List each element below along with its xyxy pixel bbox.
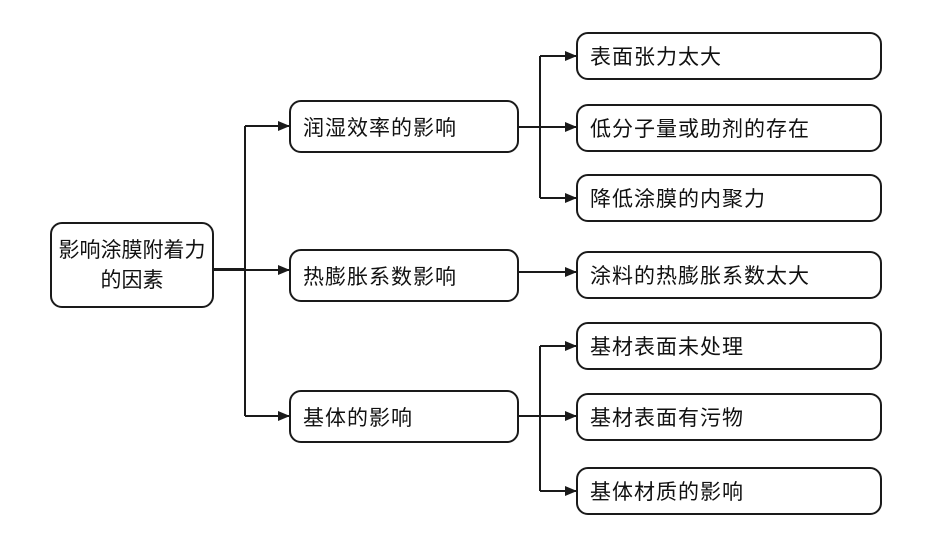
leaf-node-cohesion: 降低涂膜的内聚力	[576, 174, 882, 222]
leaf-node-contaminated-surface: 基材表面有污物	[576, 393, 882, 441]
category-node-substrate: 基体的影响	[289, 390, 519, 443]
category-node-wetting: 润湿效率的影响	[289, 100, 519, 153]
category-node-thermal-expansion: 热膨胀系数影响	[289, 249, 519, 302]
leaf-node-surface-tension: 表面张力太大	[576, 32, 882, 80]
leaf-node-substrate-material: 基体材质的影响	[576, 467, 882, 515]
leaf-node-expansion-coefficient: 涂料的热膨胀系数太大	[576, 251, 882, 299]
leaf-node-low-molecular-weight: 低分子量或助剂的存在	[576, 104, 882, 152]
root-node: 影响涂膜附着力的因素	[50, 222, 214, 308]
leaf-node-untreated-surface: 基材表面未处理	[576, 322, 882, 370]
